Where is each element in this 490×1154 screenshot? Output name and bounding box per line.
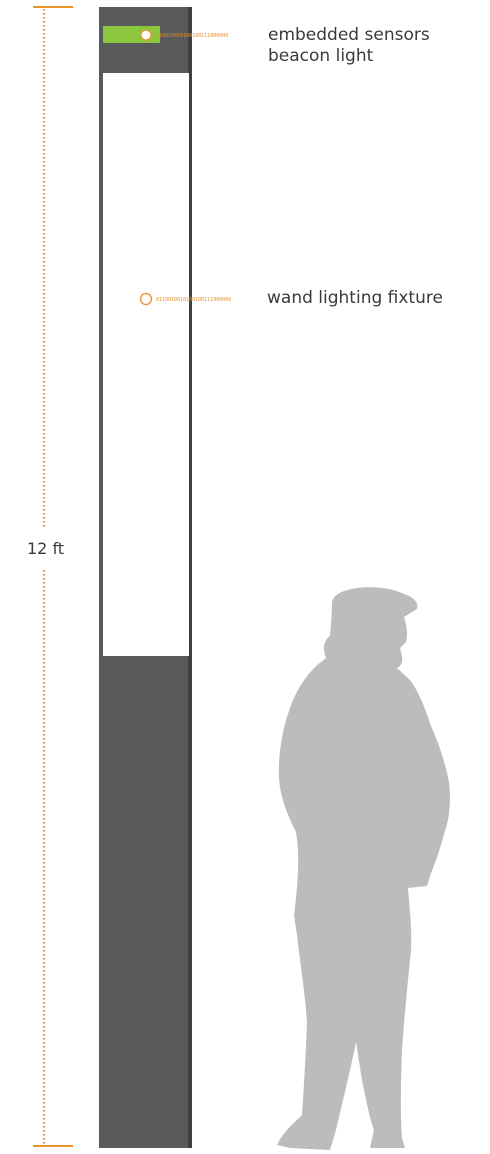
height-dimension <box>33 6 73 1147</box>
person-silhouette <box>277 587 450 1150</box>
light-pole <box>99 7 192 1148</box>
wand-panel <box>103 73 189 656</box>
beacon-marker <box>140 29 152 41</box>
callout-line-beacon-light: beacon light <box>268 46 374 66</box>
pole-edge-shadow <box>188 7 192 1148</box>
callout-line-wand-lighting-fixture: wand lighting fixture <box>267 288 443 308</box>
wand-callout-label: wand lighting fixture <box>267 288 443 309</box>
beacon-binary-leader: 0110010010100100111000000 <box>153 33 228 39</box>
wand-callout: 0110010010100100111000000 <box>139 292 231 306</box>
wand-marker <box>139 292 153 306</box>
height-dimension-label: 12 ft <box>27 539 65 558</box>
callout-line-embedded-sensors: embedded sensors <box>268 25 430 45</box>
beacon-callout-label: embedded sensors beacon light <box>268 25 430 67</box>
wand-binary-leader: 0110010010100100111000000 <box>156 297 231 303</box>
beacon-callout: 0110010010100100111000000 <box>140 29 228 41</box>
